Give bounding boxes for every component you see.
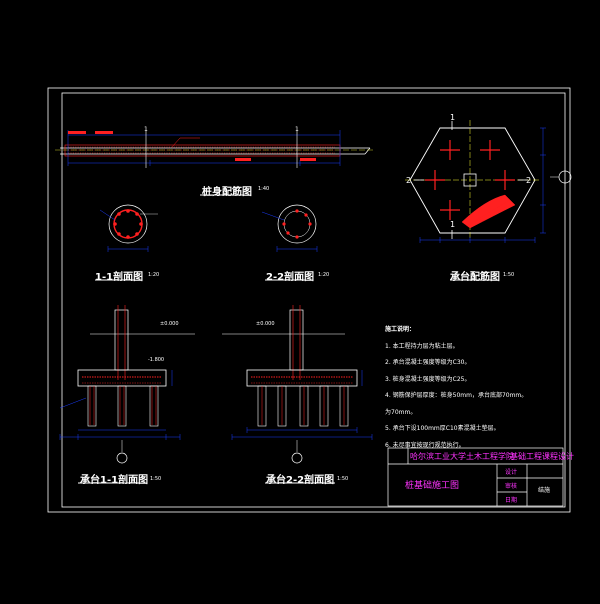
- section-2-2-drawing: [261, 204, 318, 281]
- pile-body-scale: 1:40: [258, 186, 270, 192]
- section-2-2-title: 2-2剖面图: [266, 272, 315, 283]
- title-block-sheet-no: 结施: [538, 487, 551, 494]
- construction-notes: 施工说明： 1. 本工程持力层为粘土层。 2. 承台混凝土强度等级为C30。 3…: [385, 322, 527, 454]
- title-block-row-label: 审核: [505, 483, 518, 490]
- cap-section-1-1-title: 承台1-1剖面图: [80, 475, 149, 486]
- note-item: 为70mm。: [385, 408, 417, 416]
- pile-body-title: 桩身配筋图: [202, 187, 252, 198]
- pile-section-mark-1: 1: [144, 126, 148, 133]
- outer-frame: [47, 87, 571, 513]
- cap-plan-scale: 1:50: [503, 272, 515, 278]
- inner-frame: [61, 92, 566, 508]
- section-2-2-scale: 1:20: [318, 272, 330, 278]
- cap-1-1-level: -1.800: [148, 357, 165, 363]
- cap-plan-mark-2-left: 2: [406, 176, 412, 185]
- cap-plan-mark-1-top: 1: [450, 113, 456, 122]
- cap-plan-drawing: [405, 120, 572, 281]
- pile-section-mark-2: 1: [295, 126, 299, 133]
- pile-body-drawing: [55, 130, 375, 196]
- note-item: 2. 承台混凝土强度等级为C30。: [385, 359, 471, 366]
- title-block-row-label: 设计: [505, 469, 518, 476]
- note-item: 3. 桩身混凝土强度等级为C25。: [385, 375, 471, 383]
- section-1-1-drawing: [95, 204, 158, 281]
- cap-plan-title: 承台配筋图: [450, 272, 500, 283]
- title-block-drawing-name: 桩基础施工图: [405, 481, 460, 491]
- note-item: 6. 未尽事宜按现行规范执行。: [385, 441, 465, 449]
- cap-section-1-1-scale: 1:50: [150, 476, 162, 482]
- note-item: 1. 本工程持力层为粘土层。: [385, 342, 459, 350]
- note-item: 4. 钢筋保护层厚度：桩身50mm，承台底部70mm。: [385, 392, 528, 399]
- title-block-row-label: 日期: [505, 497, 518, 504]
- cap-section-2-2-scale: 1:50: [337, 476, 349, 482]
- note-item: 5. 承台下设100mm厚C10素混凝土垫层。: [385, 425, 500, 432]
- cap-2-2-elevation: ±0.000: [256, 321, 275, 327]
- section-1-1-scale: 1:20: [148, 272, 160, 278]
- cap-plan-mark-1-bottom: 1: [450, 220, 456, 229]
- title-block-school: 哈尔滨工业大学土木工程学院: [410, 452, 514, 461]
- notes-heading: 施工说明：: [385, 326, 416, 333]
- title-block-lines: [387, 447, 564, 507]
- cap-1-1-elevation: ±0.000: [160, 321, 179, 327]
- cap-plan-mark-2-right: 2: [526, 176, 532, 185]
- cap-section-1-1-drawing: [59, 305, 195, 484]
- cap-section-2-2-drawing: [222, 305, 373, 484]
- section-1-1-title: 1-1剖面图: [95, 272, 144, 283]
- cap-section-2-2-title: 承台2-2剖面图: [266, 475, 335, 486]
- title-block-course: 基础工程课程设计: [510, 452, 574, 461]
